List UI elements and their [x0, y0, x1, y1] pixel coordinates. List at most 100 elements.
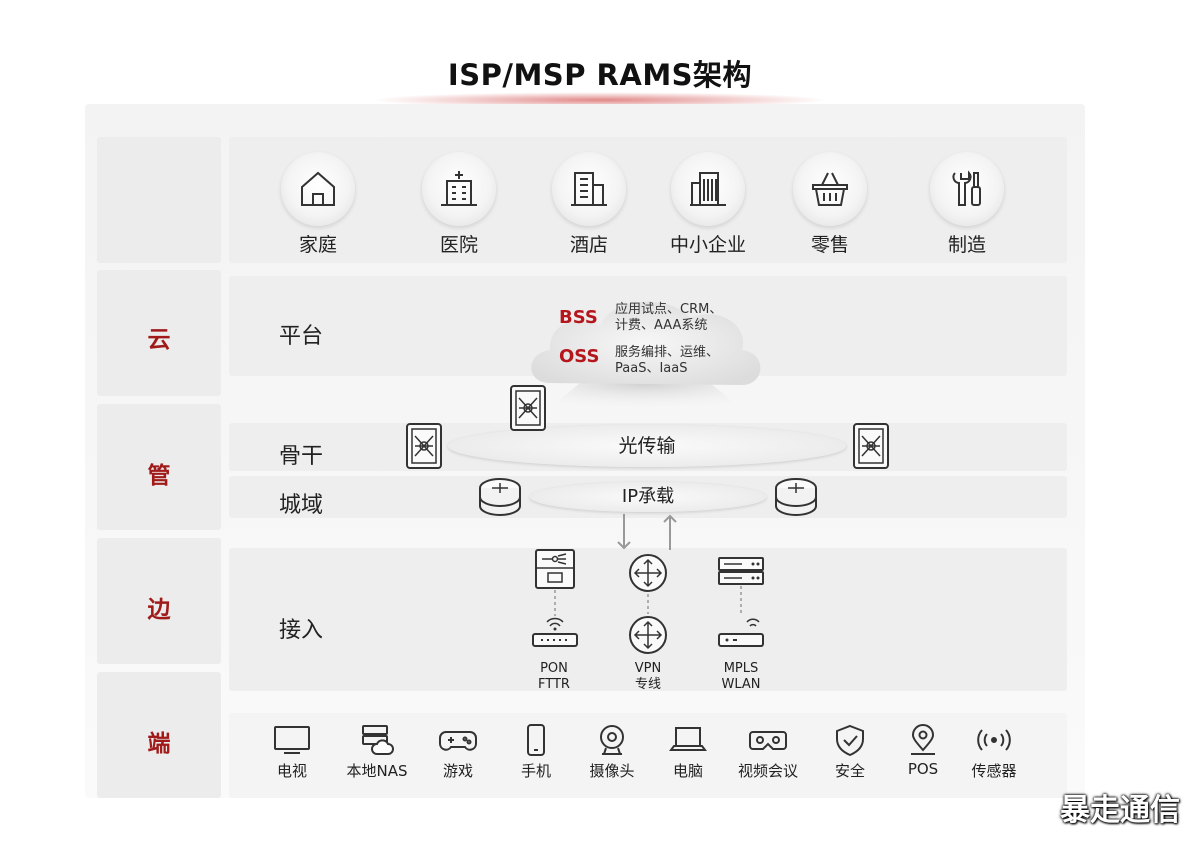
- dashed-link: [647, 594, 649, 614]
- shield-icon: [836, 724, 864, 756]
- side-cloud: 云: [97, 270, 221, 396]
- category-label: 零售: [810, 234, 849, 256]
- side-label-end: 端: [147, 731, 171, 757]
- vpn-label: VPN 专线: [618, 661, 678, 693]
- dashed-link: [554, 590, 556, 616]
- hospital-icon: [422, 152, 496, 226]
- hotel-icon: [552, 152, 626, 226]
- vpn-router-icon: [629, 554, 667, 592]
- mpls-label-line2: WLAN: [721, 677, 761, 692]
- bss-desc-line1: 应用试点、CRM、: [615, 302, 723, 317]
- terminal-game: 游戏: [418, 724, 498, 781]
- terminal-label: 游戏: [442, 762, 473, 780]
- category-label: 家庭: [298, 234, 337, 256]
- optical-transport-label: 光传输: [618, 435, 676, 457]
- category-home: 家庭: [258, 152, 378, 257]
- mpls-label: MPLS WLAN: [711, 661, 771, 693]
- category-hospital: 医院: [399, 152, 519, 257]
- oss-label: OSS: [559, 346, 600, 367]
- terminal-pos: POS: [883, 724, 963, 778]
- router-icon: [479, 478, 521, 516]
- nas-icon: [362, 725, 394, 755]
- watermark: 暴走通信: [1060, 793, 1180, 828]
- side-pipe: 管: [97, 404, 221, 530]
- pon-label: PON FTTR: [524, 661, 584, 693]
- row-label-backbone: 骨干: [279, 444, 324, 469]
- terminal-label: 本地NAS: [346, 762, 408, 780]
- terminal-label: 电脑: [672, 762, 703, 780]
- category-retail: 零售: [770, 152, 890, 257]
- category-band: [229, 137, 1067, 263]
- category-hotel: 酒店: [529, 152, 649, 257]
- pon-label-line1: PON: [540, 661, 568, 676]
- side-end: 端: [97, 672, 221, 798]
- side-label-edge: 边: [147, 597, 171, 623]
- terminal-label: 安全: [834, 762, 865, 780]
- category-label: 制造: [947, 234, 986, 256]
- otn-device-icon: [406, 423, 442, 469]
- laptop-icon: [669, 727, 707, 751]
- vpn-router-icon: [629, 616, 667, 654]
- terminal-security: 安全: [810, 724, 890, 781]
- category-manufacturing: 制造: [907, 152, 1027, 257]
- terminal-nas: 本地NAS: [337, 724, 417, 781]
- terminal-video-conference: 视频会议: [728, 724, 808, 781]
- terminal-phone: 手机: [496, 724, 576, 781]
- tv-icon: [274, 726, 310, 754]
- terminal-band: [229, 713, 1067, 798]
- terminal-camera: 摄像头: [572, 724, 652, 781]
- uplink-downlink-arrows: [617, 514, 677, 550]
- terminal-sensor: 传感器: [954, 724, 1034, 781]
- otn-device-icon: [853, 423, 889, 469]
- side-label-pipe: 管: [147, 463, 171, 489]
- oss-desc-line2: PaaS、IaaS: [615, 361, 688, 376]
- terminal-laptop: 电脑: [648, 724, 728, 781]
- terminal-label: 电视: [276, 762, 307, 780]
- ip-bearer-ellipse: IP承载: [530, 482, 766, 512]
- camera-icon: [600, 725, 624, 755]
- vr-headset-icon: [749, 731, 787, 750]
- terminal-label: 视频会议: [737, 762, 798, 780]
- house-icon: [281, 152, 355, 226]
- terminal-label: 摄像头: [589, 762, 635, 780]
- access-point-icon: [718, 618, 764, 647]
- side-edge: 边: [97, 538, 221, 664]
- page-title: ISP/MSP RAMS架构: [447, 58, 753, 92]
- bss-desc-line2: 计费、AAA系统: [615, 318, 708, 333]
- gamepad-icon: [439, 731, 477, 751]
- sensor-icon: [977, 729, 1011, 751]
- row-label-platform: 平台: [279, 324, 324, 349]
- category-label: 酒店: [569, 234, 608, 256]
- phone-icon: [527, 724, 545, 756]
- tools-icon: [930, 152, 1004, 226]
- terminal-label: 传感器: [971, 762, 1017, 780]
- ont-wifi-icon: [532, 617, 578, 647]
- category-label: 医院: [439, 234, 478, 256]
- basket-icon: [793, 152, 867, 226]
- vpn-label-line1: VPN: [634, 661, 662, 676]
- row-label-metro: 城域: [279, 493, 324, 518]
- mpls-label-line1: MPLS: [723, 661, 759, 676]
- pon-label-line2: FTTR: [538, 677, 570, 692]
- otn-device-icon: [510, 385, 546, 431]
- bss-label: BSS: [559, 307, 598, 328]
- terminal-tv: 电视: [252, 724, 332, 781]
- switch-icon: [718, 557, 764, 585]
- olt-icon: [535, 549, 575, 589]
- ip-bearer-label: IP承载: [621, 486, 675, 507]
- side-label-cloud: 云: [147, 327, 171, 353]
- cloud-shape: [531, 301, 761, 416]
- category-label: 中小企业: [669, 234, 746, 256]
- optical-transport-ellipse: 光传输: [448, 425, 846, 467]
- category-enterprise: 中小企业: [648, 152, 768, 257]
- vpn-label-line2: 专线: [634, 677, 661, 692]
- oss-desc-line1: 服务编排、运维、: [615, 345, 720, 360]
- side-blank: [97, 137, 221, 263]
- row-label-access: 接入: [279, 618, 324, 643]
- router-icon: [775, 478, 817, 516]
- location-pin-icon: [911, 724, 935, 755]
- terminal-label: POS: [907, 760, 939, 778]
- enterprise-icon: [671, 152, 745, 226]
- dashed-link: [740, 586, 742, 616]
